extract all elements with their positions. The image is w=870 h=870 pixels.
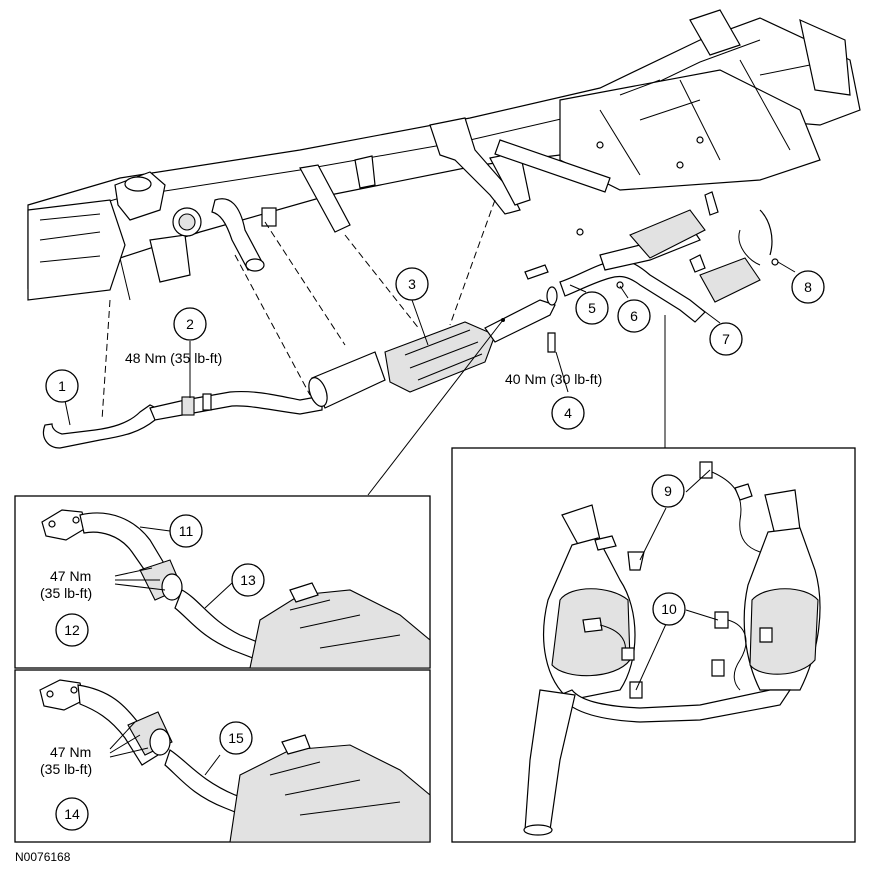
torque-label-12-nm: 47 Nm	[50, 568, 91, 584]
torque-label-14-lbft: (35 lb-ft)	[40, 761, 92, 777]
figure-id: N0076168	[15, 850, 71, 864]
callout-1: 1	[45, 369, 79, 403]
svg-text:13: 13	[240, 572, 256, 588]
inset-panel-c	[451, 447, 856, 843]
callout-8: 8	[791, 270, 825, 304]
svg-text:7: 7	[722, 331, 730, 347]
callout-12: 12	[55, 613, 89, 647]
torque-label-2: 48 Nm (35 lb-ft)	[125, 350, 222, 366]
vehicle-frame	[27, 9, 861, 301]
svg-text:2: 2	[186, 316, 194, 332]
svg-text:11: 11	[179, 523, 194, 539]
svg-text:1: 1	[58, 378, 66, 394]
callout-9: 9	[651, 474, 685, 508]
svg-text:8: 8	[804, 279, 812, 295]
torque-label-12-lbft: (35 lb-ft)	[40, 585, 92, 601]
exhaust-assembly-top	[42, 191, 779, 449]
callout-13: 13	[231, 563, 265, 597]
callout-11: 11	[169, 514, 203, 548]
callout-3: 3	[395, 267, 429, 301]
svg-text:10: 10	[661, 601, 677, 617]
svg-text:12: 12	[64, 622, 80, 638]
inset-panel-b	[14, 669, 431, 843]
leader-lines-top	[61, 199, 796, 496]
callout-4: 4	[551, 396, 585, 430]
svg-text:9: 9	[664, 483, 672, 499]
torque-label-4: 40 Nm (30 lb-ft)	[505, 371, 602, 387]
torque-label-14-nm: 47 Nm	[50, 744, 91, 760]
callout-2: 2	[173, 307, 207, 341]
svg-text:4: 4	[564, 405, 572, 421]
svg-text:3: 3	[408, 276, 416, 292]
svg-text:5: 5	[588, 300, 596, 316]
svg-text:15: 15	[228, 730, 244, 746]
callout-5: 5	[575, 291, 609, 325]
svg-text:14: 14	[64, 806, 80, 822]
callout-14: 14	[55, 797, 89, 831]
inset-panel-a	[14, 495, 431, 669]
callout-7: 7	[709, 322, 743, 356]
svg-text:6: 6	[630, 308, 638, 324]
callout-10: 10	[652, 592, 686, 626]
callout-15: 15	[219, 721, 253, 755]
callout-6: 6	[617, 299, 651, 333]
